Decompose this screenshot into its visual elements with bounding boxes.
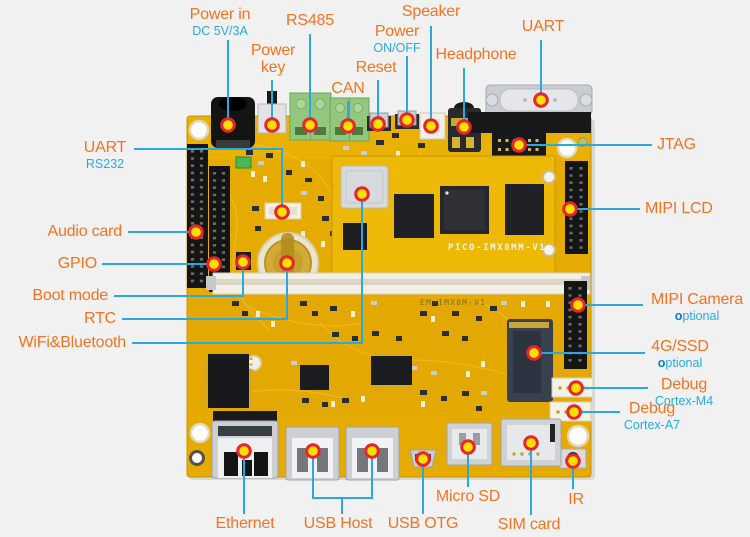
callout-boot-mode-label: Boot mode — [32, 287, 108, 304]
callout-usb-host: USB Host — [303, 515, 373, 533]
phy-chip — [371, 352, 412, 389]
callout-micro-sd-label: Micro SD — [435, 488, 501, 505]
sim-card-slot — [500, 418, 562, 467]
callout-wifi-bt-label: WiFi&Bluetooth — [18, 334, 127, 351]
som-print-label: PICO-IMX8MM-V1 — [448, 243, 547, 253]
callout-sim-card-label: SIM card — [497, 516, 561, 533]
callout-power-onoff-sub: ON/OFF — [373, 40, 421, 55]
callout-ethernet-label: Ethernet — [215, 515, 275, 532]
pin-strip — [213, 411, 277, 422]
sodimm-slot — [206, 272, 591, 295]
callout-uart-top-label: UART — [521, 18, 565, 35]
callout-debug-a7: Debug Cortex-A7 — [617, 400, 687, 432]
callout-ethernet: Ethernet — [215, 515, 275, 533]
callout-audio-card: Audio card — [47, 223, 123, 241]
line-wifi-bt — [132, 194, 363, 344]
line-boot-mode — [114, 262, 244, 297]
callout-wifi-bt: WiFi&Bluetooth — [18, 334, 127, 352]
line-rtc — [122, 263, 288, 320]
line-usb-host — [312, 451, 373, 514]
callout-micro-sd: Micro SD — [435, 488, 501, 506]
cpu-chip — [440, 186, 489, 234]
callout-mipi-lcd-label: MIPI LCD — [645, 200, 713, 217]
callout-speaker-label: Speaker — [401, 3, 461, 20]
callout-mipi-camera: MIPI Camera optional — [645, 291, 749, 323]
callout-audio-card-label: Audio card — [47, 223, 123, 240]
callout-jtag-label: JTAG — [657, 136, 696, 153]
callout-jtag: JTAG — [657, 136, 696, 154]
callout-4g-ssd-label: 4G/SSD — [651, 338, 709, 355]
callout-mipi-lcd: MIPI LCD — [645, 200, 713, 218]
m2-4g-ssd-socket — [507, 319, 553, 402]
pmic-chip — [300, 365, 329, 390]
callout-mipi-camera-sub: optional — [674, 308, 720, 323]
mipi-camera-header — [564, 281, 587, 369]
micro-sd-slot — [446, 422, 493, 466]
callout-4g-ssd: 4G/SSD optional — [646, 338, 714, 370]
callout-uart-top: UART — [521, 18, 565, 36]
callout-debug-m4: Debug Cortex-M4 — [649, 376, 719, 408]
baseboard-print-label: EM-IMX8M-V1 — [420, 298, 487, 307]
callout-power-in-label: Power in — [189, 6, 251, 23]
line-uart-rs232 — [134, 148, 283, 212]
pmic-som-chip — [343, 223, 367, 250]
callout-speaker: Speaker — [401, 3, 461, 21]
callout-reset: Reset — [355, 59, 397, 77]
callout-boot-mode: Boot mode — [32, 287, 108, 305]
callout-rtc-label: RTC — [84, 310, 116, 327]
callout-power-in-sub: DC 5V/3A — [192, 23, 248, 38]
callout-power-in: Power in DC 5V/3A — [189, 6, 251, 38]
callout-rs485-label: RS485 — [286, 12, 334, 29]
callout-headphone: Headphone — [435, 46, 517, 64]
callout-rtc: RTC — [84, 310, 116, 328]
callout-power-key-label: Power key — [250, 42, 296, 76]
callout-headphone-label: Headphone — [435, 46, 517, 63]
callout-reset-label: Reset — [355, 59, 397, 76]
led-green — [235, 156, 252, 169]
callout-debug-a7-label: Debug — [628, 400, 676, 417]
callout-dots — [188, 92, 586, 469]
callout-debug-m4-sub: Cortex-M4 — [654, 393, 714, 408]
callout-ir-label: IR — [568, 491, 584, 508]
callout-power-key: Power key — [244, 42, 302, 77]
callout-can-label: CAN — [331, 80, 365, 97]
callout-uart-rs232: UART RS232 — [74, 139, 136, 171]
callout-usb-otg-label: USB OTG — [387, 515, 459, 532]
callout-gpio: GPIO — [57, 255, 97, 273]
callout-can: CAN — [331, 80, 365, 98]
callout-4g-ssd-sub: optional — [657, 355, 703, 370]
callout-debug-a7-sub: Cortex-A7 — [623, 417, 681, 432]
callout-power-onoff-label: Power — [374, 23, 420, 40]
callout-usb-host-label: USB Host — [303, 515, 373, 532]
callout-gpio-label: GPIO — [57, 255, 97, 272]
flash-chip — [394, 194, 434, 238]
callout-sim-card: SIM card — [497, 516, 561, 534]
eth-controller-chip — [204, 354, 253, 408]
callout-mipi-camera-label: MIPI Camera — [650, 291, 744, 308]
ram-chip — [505, 184, 544, 235]
uart-db9-connector — [468, 84, 593, 133]
callout-ir: IR — [568, 491, 584, 509]
callout-rs485: RS485 — [286, 12, 334, 30]
callout-debug-m4-label: Debug — [660, 376, 708, 393]
audio-header — [187, 144, 208, 288]
callout-power-onoff: Power ON/OFF — [373, 23, 421, 55]
callout-uart-rs232-label: UART — [83, 139, 127, 156]
callout-usb-otg: USB OTG — [387, 515, 459, 533]
callout-uart-rs232-sub: RS232 — [85, 156, 125, 171]
callout-lines — [102, 26, 652, 515]
